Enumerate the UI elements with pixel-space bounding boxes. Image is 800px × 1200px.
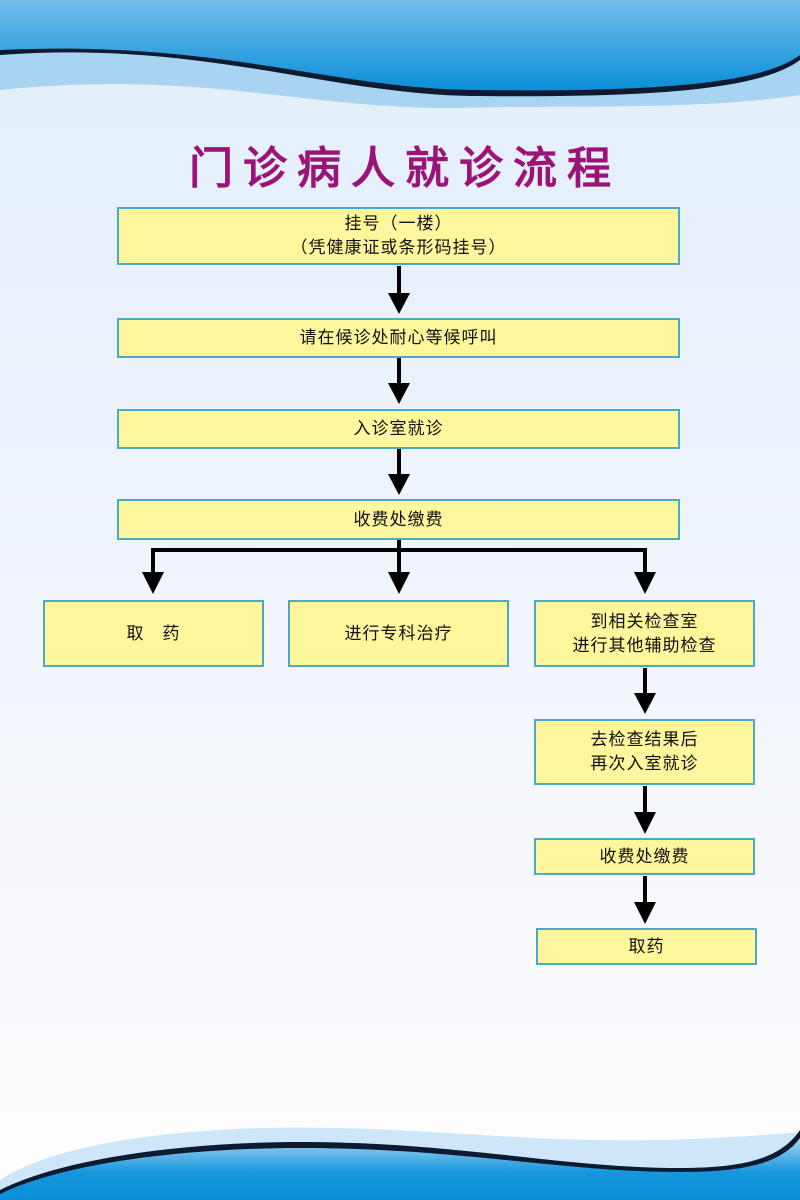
step-revisit: 去检查结果后 再次入室就诊 [534,719,755,785]
step-pickup-medicine-final: 取药 [536,928,757,965]
step-pay-label: 收费处缴费 [353,509,444,530]
step-pay: 收费处缴费 [117,499,680,540]
step-auxiliary-exam-line1: 到相关检查室 [590,611,699,632]
arrowhead [142,572,164,594]
step-pickup-medicine-final-label: 取药 [628,936,665,957]
step-wait-label: 请在候诊处耐心等候呼叫 [299,328,498,348]
arrowhead [634,902,656,924]
top-wave-decoration [0,0,800,108]
step-specialist-treatment-label: 进行专科治疗 [344,623,453,644]
step-revisit-line2: 再次入室就诊 [590,754,699,774]
arrowhead [388,572,410,594]
step-consult-label: 入诊室就诊 [353,419,444,439]
step-pay-again: 收费处缴费 [534,838,755,875]
page-title: 门诊病人就诊流程 [189,143,621,194]
arrowhead [388,383,410,404]
step-pay-again-label: 收费处缴费 [599,846,690,867]
arrowhead [634,693,656,714]
step-auxiliary-exam: 到相关检查室 进行其他辅助检查 [534,600,755,667]
arrowhead [634,572,656,594]
step-auxiliary-exam-line2: 进行其他辅助检查 [572,635,717,656]
step-wait: 请在候诊处耐心等候呼叫 [117,318,680,358]
step-register-line2: （凭健康证或条形码挂号） [290,238,507,258]
bottom-wave-decoration [0,1127,800,1200]
step-pickup-medicine-label: 取 药 [126,623,181,644]
step-specialist-treatment: 进行专科治疗 [288,600,509,667]
step-pickup-medicine: 取 药 [43,600,264,667]
arrowhead [388,293,410,314]
arrowhead [634,812,656,834]
step-consult: 入诊室就诊 [117,409,680,449]
step-register: 挂号（一楼） （凭健康证或条形码挂号） [117,207,680,265]
step-register-line1: 挂号（一楼） [344,214,453,234]
step-revisit-line1: 去检查结果后 [590,730,699,750]
arrowhead [388,474,410,495]
